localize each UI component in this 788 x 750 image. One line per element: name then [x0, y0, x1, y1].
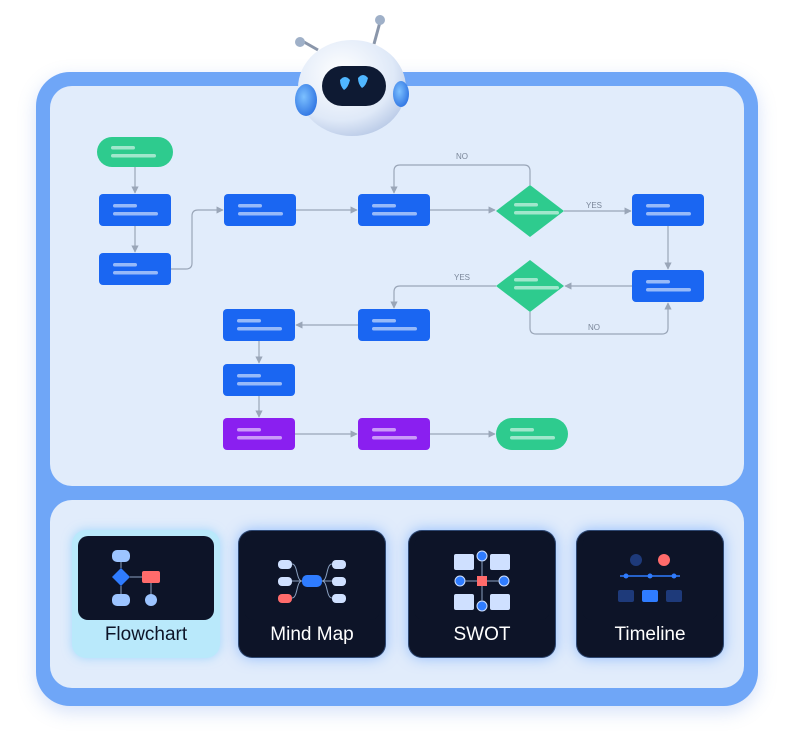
flow-node-p6[interactable] [632, 270, 704, 302]
edge-label-decision1-yes: YES [586, 201, 602, 210]
node-text-placeholder [372, 319, 396, 323]
connector-d2-no [529, 302, 672, 335]
flow-node-start[interactable] [97, 137, 173, 167]
template-label-swot: SWOT [453, 624, 511, 645]
node-text-placeholder [113, 204, 137, 208]
node-text-placeholder [372, 204, 396, 208]
edge-label-decision2-no: NO [588, 323, 600, 332]
flow-node-p5[interactable] [632, 194, 704, 226]
template-label-flowchart: Flowchart [104, 624, 188, 645]
node-text-placeholder [238, 212, 283, 216]
node-text-placeholder [111, 154, 156, 158]
flow-node-end[interactable] [496, 418, 568, 450]
node-text-placeholder [113, 212, 158, 216]
connector-p2-p3 [171, 206, 224, 270]
template-card-flowchart[interactable]: Flowchart [72, 530, 220, 658]
node-text-placeholder [514, 278, 538, 282]
flow-node-p4[interactable] [358, 194, 430, 226]
robot-mascot-icon [295, 15, 409, 136]
node-text-placeholder [237, 327, 282, 331]
flowchart-diagram: NO YES YES NO [97, 137, 704, 450]
flow-node-d1[interactable] [496, 185, 564, 237]
template-label-mind-map: Mind Map [270, 624, 354, 645]
template-card-swot[interactable]: SWOT [408, 530, 556, 658]
timeline-icon [582, 536, 718, 620]
edge-label-decision2-yes: YES [454, 273, 470, 282]
flow-node-d2[interactable] [496, 260, 564, 312]
template-card-timeline[interactable]: Timeline [576, 530, 724, 658]
node-text-placeholder [237, 374, 261, 378]
flow-node-p8[interactable] [223, 309, 295, 341]
flow-nodes [97, 137, 704, 450]
node-text-placeholder [514, 211, 559, 215]
node-text-placeholder [372, 212, 417, 216]
edge-label-loop-no: NO [456, 152, 468, 161]
node-text-placeholder [510, 436, 555, 440]
node-text-placeholder [113, 263, 137, 267]
flow-node-p7[interactable] [358, 309, 430, 341]
connector-d1-loop [390, 164, 531, 194]
node-text-placeholder [111, 146, 135, 150]
node-text-placeholder [237, 436, 282, 440]
mind-map-icon [244, 536, 380, 620]
flowchart-icon [78, 536, 214, 620]
flow-node-h1[interactable] [223, 418, 295, 450]
flow-connectors [131, 164, 672, 438]
node-text-placeholder [238, 204, 262, 208]
node-text-placeholder [372, 327, 417, 331]
swot-icon [414, 536, 550, 620]
connector-d2-p7 [390, 285, 496, 309]
flow-node-p2[interactable] [99, 253, 171, 285]
flow-node-p1[interactable] [99, 194, 171, 226]
template-card-mind-map[interactable]: Mind Map [238, 530, 386, 658]
node-text-placeholder [646, 288, 691, 292]
node-text-placeholder [646, 280, 670, 284]
node-text-placeholder [372, 436, 417, 440]
flow-node-p9[interactable] [223, 364, 295, 396]
node-text-placeholder [237, 428, 261, 432]
node-text-placeholder [237, 382, 282, 386]
node-text-placeholder [514, 286, 559, 290]
node-text-placeholder [514, 203, 538, 207]
node-text-placeholder [372, 428, 396, 432]
flow-node-p3[interactable] [224, 194, 296, 226]
template-label-timeline: Timeline [614, 624, 686, 645]
node-text-placeholder [237, 319, 261, 323]
node-text-placeholder [646, 212, 691, 216]
flow-node-h2[interactable] [358, 418, 430, 450]
node-text-placeholder [113, 271, 158, 275]
flow-edge-labels: NO YES YES NO [454, 152, 602, 332]
node-text-placeholder [510, 428, 534, 432]
node-text-placeholder [646, 204, 670, 208]
